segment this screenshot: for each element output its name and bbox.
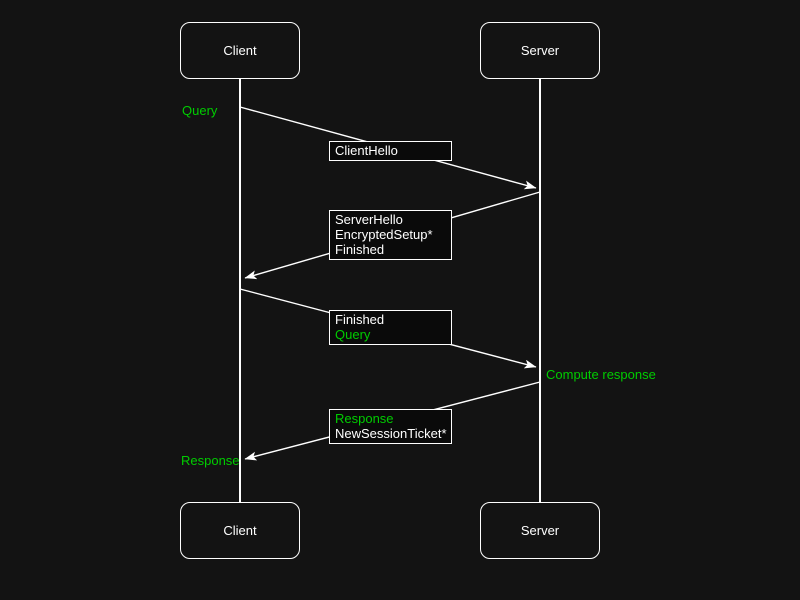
actor-client-top: Client: [180, 22, 300, 79]
annotation-response: Response: [181, 453, 240, 468]
actor-label: Client: [223, 523, 257, 538]
message-line: Finished: [335, 312, 385, 327]
annotation-query: Query: [182, 103, 218, 118]
annotation-compute-response: Compute response: [546, 367, 656, 382]
actor-label: Server: [520, 43, 560, 58]
message-line: Response: [335, 411, 394, 426]
message-line: ServerHello: [335, 212, 403, 227]
actor-label: Client: [223, 43, 257, 58]
message-line: ClientHello: [335, 143, 398, 158]
message-line: NewSessionTicket*: [335, 426, 447, 441]
actor-label: Server: [520, 523, 560, 538]
message-line: Finished: [335, 242, 385, 257]
message-line: EncryptedSetup*: [335, 227, 433, 242]
message-line: Query: [335, 327, 371, 342]
message-box-serverhello: ServerHello EncryptedSetup* Finished: [329, 210, 452, 260]
message-box-finished-query: Finished Query: [329, 310, 452, 345]
actor-server-bottom: Server: [480, 502, 600, 559]
message-box-response-ticket: Response NewSessionTicket*: [329, 409, 452, 444]
message-box-clienthello: ClientHello: [329, 141, 452, 161]
actor-client-bottom: Client: [180, 502, 300, 559]
actor-server-top: Server: [480, 22, 600, 79]
